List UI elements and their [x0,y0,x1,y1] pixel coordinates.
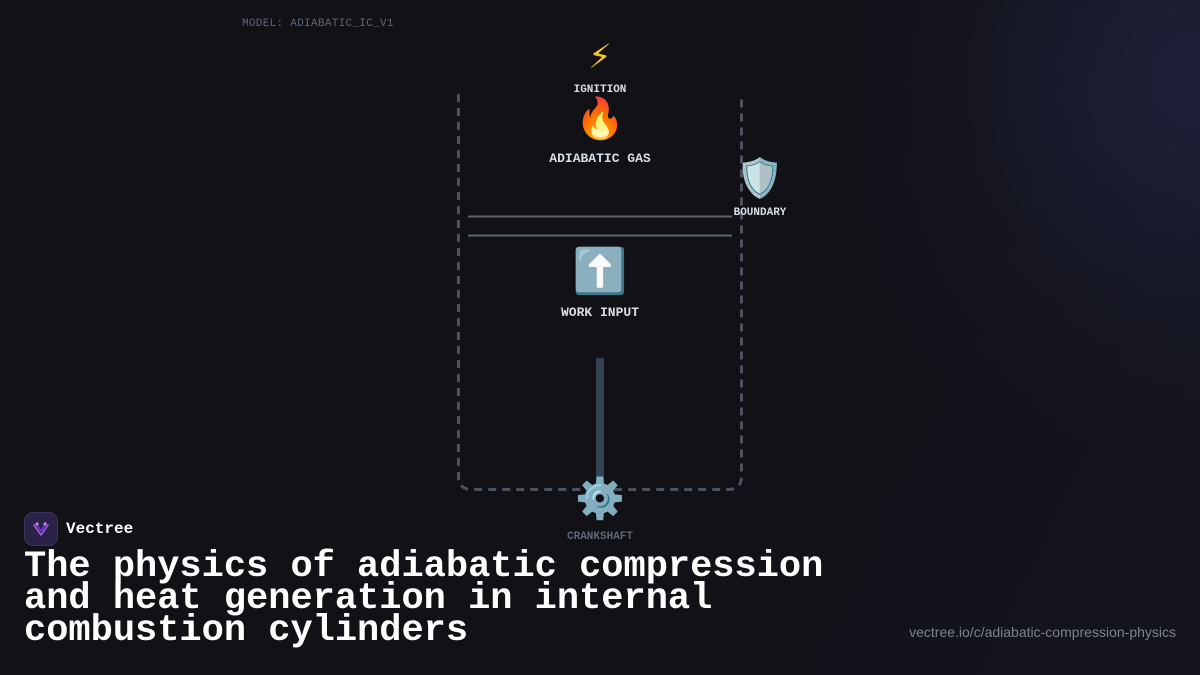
connecting-rod [596,358,604,488]
crankshaft-node: ⚙️ CRANKSHAFT [566,480,634,544]
brand: Vectree [24,512,133,546]
up-arrow-icon: ⬆️ [572,250,628,300]
ignition-node: ⚡ IGNITION [573,37,627,97]
vectree-logo-mark [33,522,49,536]
source-url[interactable]: vectree.io/c/adiabatic-compression-physi… [909,624,1176,640]
adiabatic-gas-node: 🔥 ADIABATIC GAS [549,100,651,167]
model-label: MODEL: ADIABATIC_IC_V1 [242,18,394,30]
boundary-label: BOUNDARY [733,207,787,219]
fire-icon: 🔥 [575,100,625,145]
work-input-label: WORK INPUT [560,305,640,320]
boundary-node: 🛡️ BOUNDARY [733,160,787,220]
cylinder-wall [457,94,743,491]
crankshaft-label: CRANKSHAFT [566,531,634,543]
lightning-icon: ⚡ [588,37,612,80]
brand-name: Vectree [66,520,134,538]
gear-icon: ⚙️ [575,480,625,525]
ignition-label: IGNITION [573,84,627,96]
shield-icon: 🛡️ [736,160,784,203]
vectree-logo-icon [24,512,58,546]
adiabatic-gas-label: ADIABATIC GAS [549,151,651,166]
work-input-node: ⬆️ WORK INPUT [561,253,639,320]
page-title: The physics of adiabatic compression and… [24,546,824,652]
